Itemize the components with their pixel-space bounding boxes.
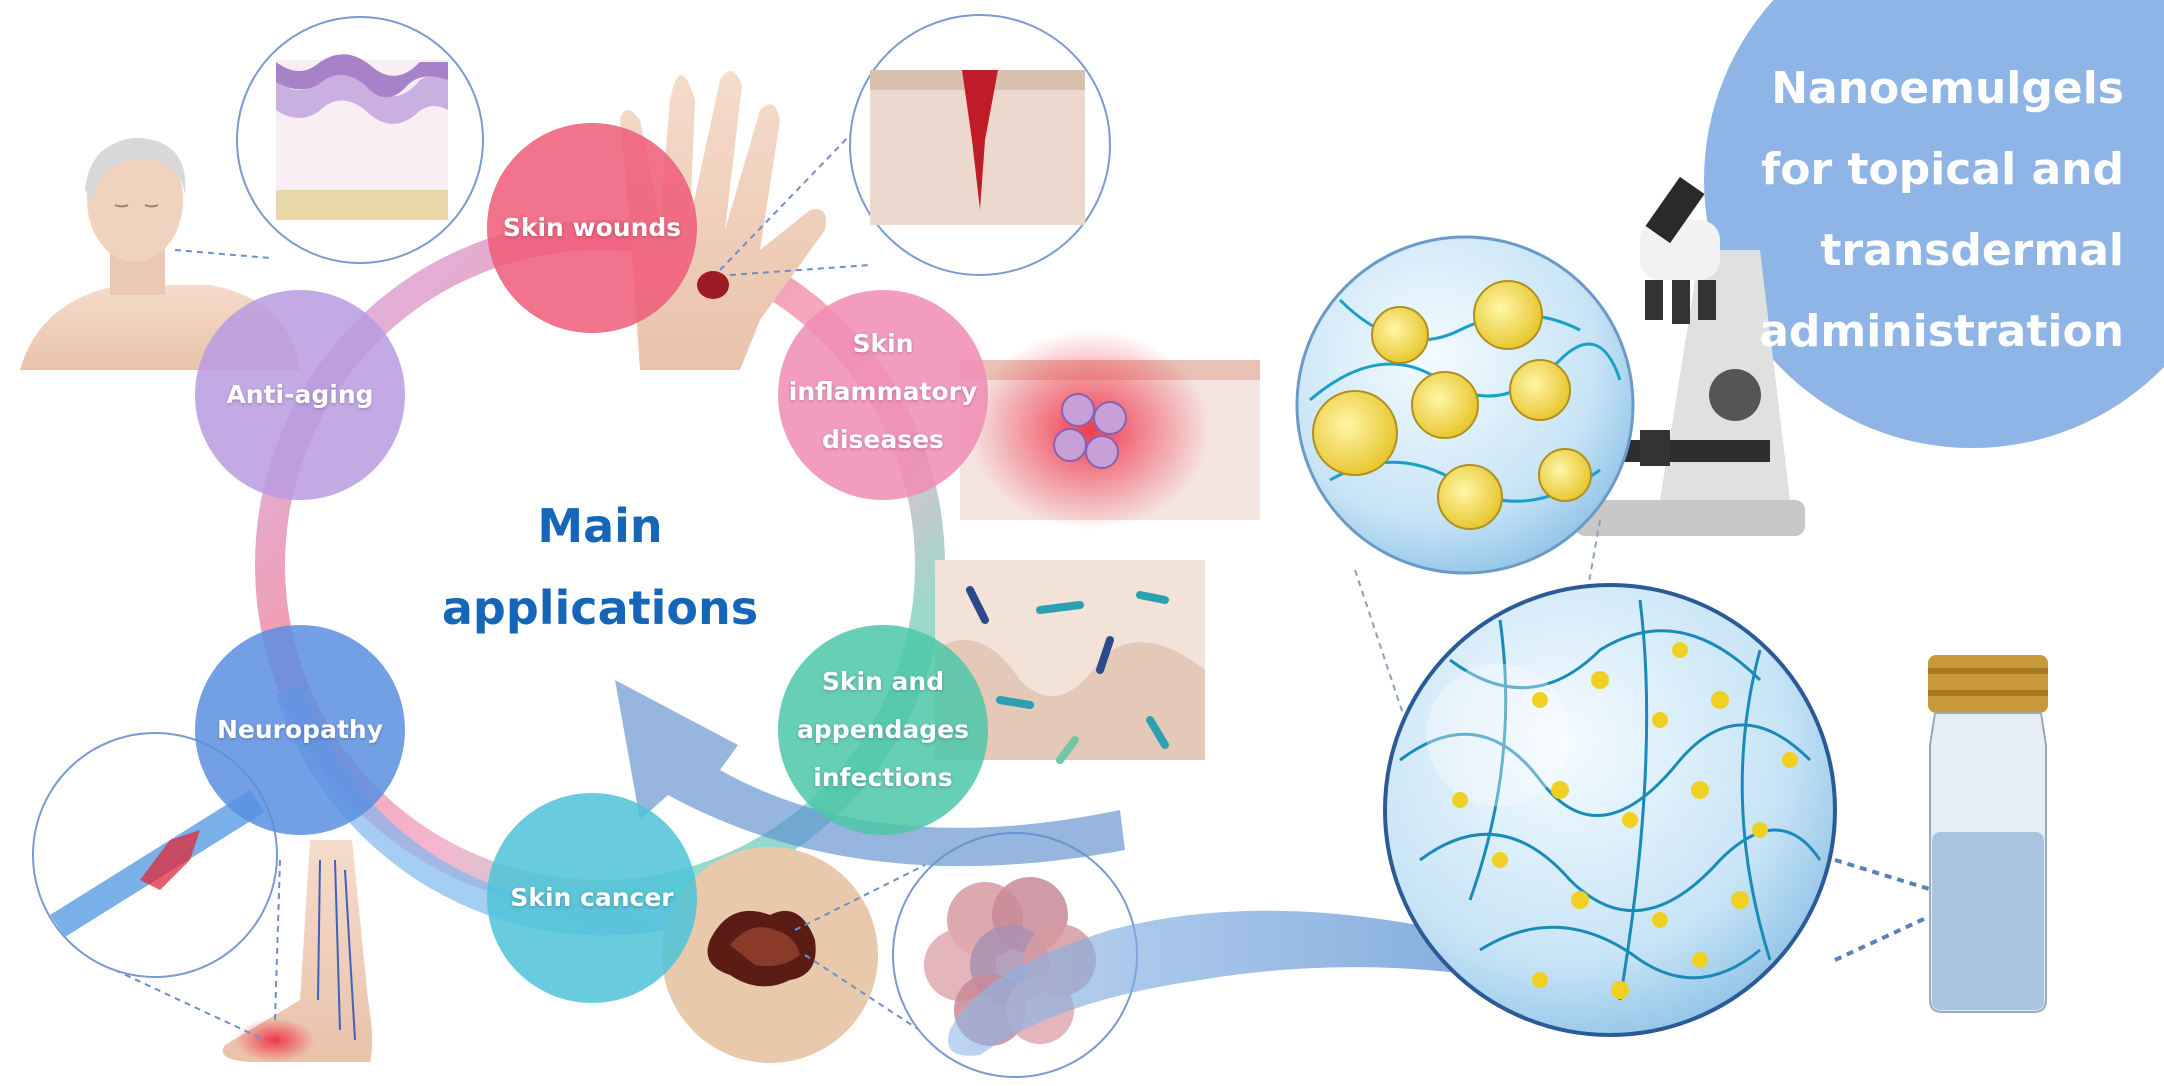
application-flow-band — [948, 910, 1560, 1056]
delivery-arrow — [615, 680, 1125, 867]
center-title-line-2: applications — [441, 581, 759, 635]
center-title-line-1: Main — [537, 499, 663, 553]
foot-figure — [222, 840, 373, 1062]
infections-label-3: infections — [813, 763, 953, 792]
inflammation-skin-figure — [960, 330, 1260, 530]
nanoemulgel-bubble — [1383, 583, 1837, 1037]
node-skin-cancer — [487, 793, 697, 1003]
anti-aging-label: Anti-aging — [226, 380, 374, 409]
headline-line-3: transdermal — [1820, 225, 2124, 276]
aged-skin-inset — [236, 16, 484, 264]
mole-skin-figure — [662, 847, 878, 1063]
node-infections — [778, 625, 988, 835]
center-title: Main applications — [420, 485, 780, 649]
infection-skin-figure — [935, 560, 1205, 764]
microscope-figure — [1575, 176, 1805, 536]
skin-wounds-label: Skin wounds — [502, 213, 682, 242]
inflammatory-label-3: diseases — [822, 425, 944, 454]
headline-line-4: administration — [1759, 306, 2124, 357]
headline-line-1: Nanoemulgels — [1771, 63, 2124, 114]
node-skin-wounds — [487, 123, 697, 333]
inflammatory-label-1: Skin — [852, 329, 914, 358]
headline-line-2: for topical and — [1761, 144, 2124, 195]
headline-bubble — [1704, 0, 2164, 448]
gel-network-bubble — [1295, 235, 1635, 575]
node-inflammatory — [778, 290, 988, 500]
headline: Nanoemulgels for topical and transdermal… — [1664, 48, 2124, 372]
node-neuropathy — [195, 625, 405, 835]
wound-inset — [849, 14, 1111, 276]
infections-label-1: Skin and — [821, 667, 945, 696]
node-anti-aging — [195, 290, 405, 500]
skin-cancer-label: Skin cancer — [510, 883, 674, 912]
neuropathy-label: Neuropathy — [217, 715, 383, 744]
infections-label-2: appendages — [797, 715, 969, 744]
nerve-inset — [32, 732, 278, 978]
inflammatory-label-2: inflammatory — [788, 377, 978, 406]
vial-figure — [1928, 655, 2048, 1013]
